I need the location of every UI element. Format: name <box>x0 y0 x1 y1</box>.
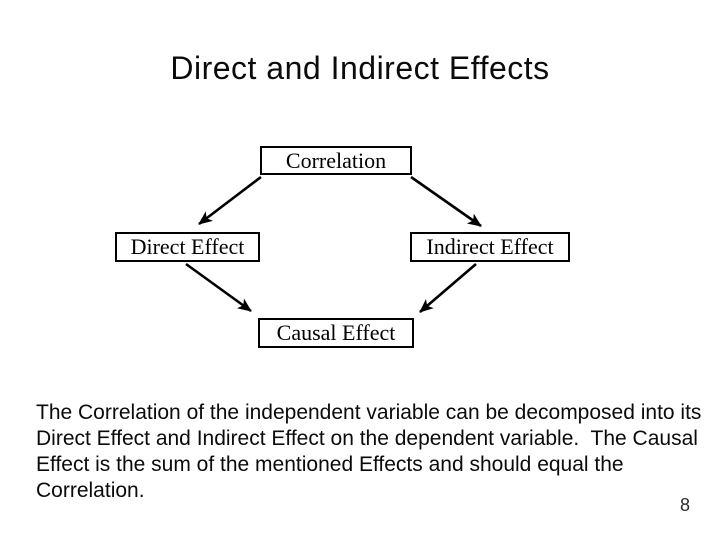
body-line: Direct Effect and Indirect Effect on the… <box>36 427 698 450</box>
arrow-correlation-to-direct-effect <box>198 175 262 226</box>
node-causal-effect: Causal Effect <box>258 318 414 348</box>
arrow-direct-effect-to-causal-effect <box>185 262 252 313</box>
body-line: The Correlation of the independent varia… <box>36 401 702 424</box>
slide-title: Direct and Indirect Effects <box>170 50 550 86</box>
node-causal-effect-label: Causal Effect <box>276 320 396 345</box>
body-line: Correlation. <box>36 479 145 502</box>
page-number: 8 <box>679 495 690 515</box>
node-correlation: Correlation <box>260 146 412 175</box>
node-direct-effect-label: Direct Effect <box>130 234 245 259</box>
body-line: Effect is the sum of the mentioned Effec… <box>36 453 624 476</box>
body-text: The Correlation of the independent varia… <box>36 400 724 504</box>
node-indirect-effect: Indirect Effect <box>410 232 570 262</box>
arrow-correlation-to-indirect-effect <box>410 175 482 228</box>
node-direct-effect: Direct Effect <box>115 232 260 262</box>
node-indirect-effect-label: Indirect Effect <box>426 234 554 259</box>
arrow-indirect-effect-to-causal-effect <box>419 263 477 313</box>
node-correlation-label: Correlation <box>285 147 387 173</box>
